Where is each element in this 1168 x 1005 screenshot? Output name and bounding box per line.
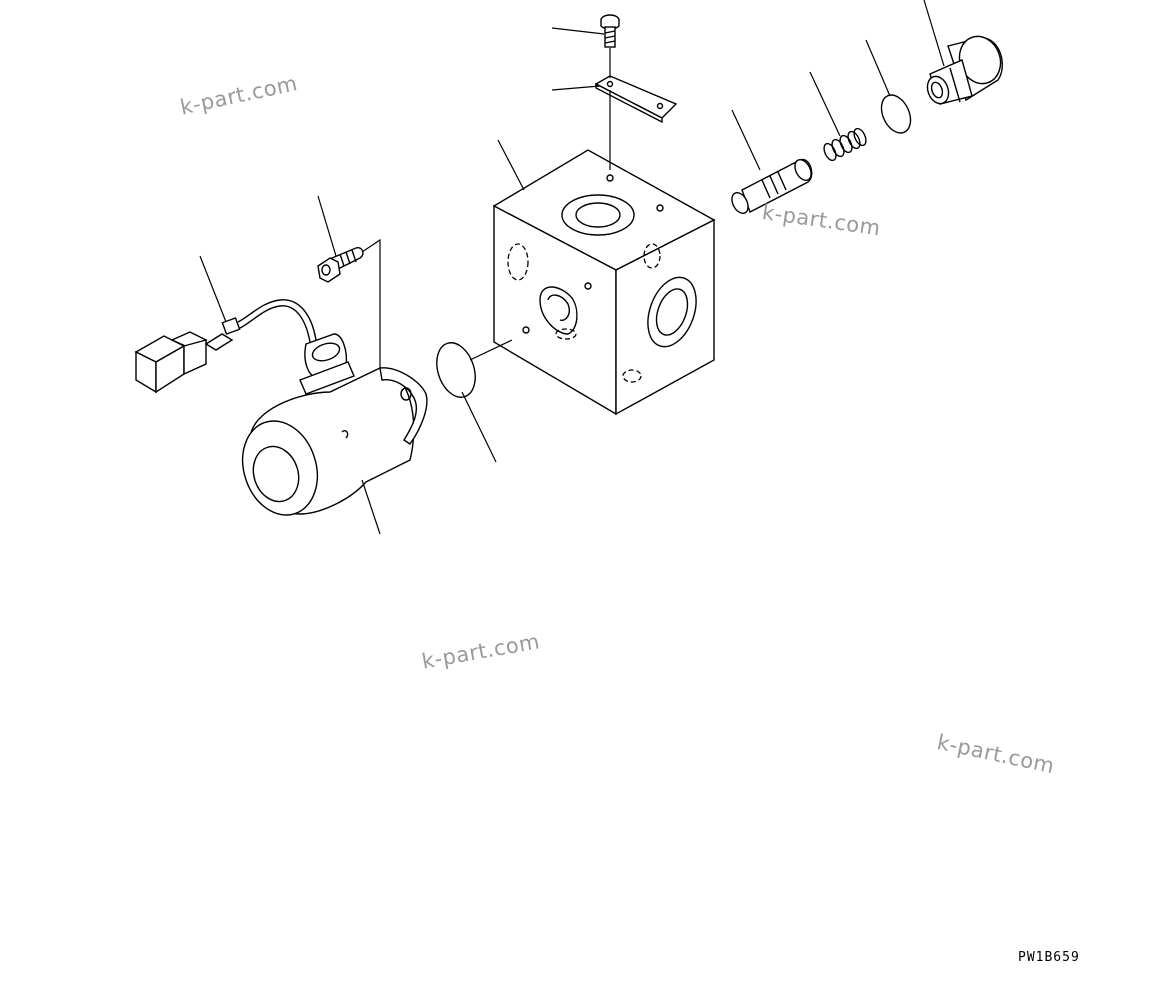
solenoid-coil (241, 333, 428, 516)
valve-plug (926, 35, 1003, 105)
o-ring-assembly-line (469, 339, 513, 361)
connector-wire (237, 299, 317, 341)
solenoid-bolt (317, 246, 364, 283)
solenoid-connector (134, 317, 241, 394)
figure-code: PW1B659 (1018, 950, 1080, 965)
mounting-screw (600, 14, 620, 48)
valve-spring (823, 127, 867, 162)
valve-block (492, 149, 716, 416)
leader-lines (199, 0, 945, 535)
o-ring-large (436, 342, 476, 398)
o-ring-small (880, 94, 912, 134)
name-plate (594, 75, 678, 124)
connector-wire-inner (239, 305, 311, 343)
valve-spool (731, 158, 813, 214)
